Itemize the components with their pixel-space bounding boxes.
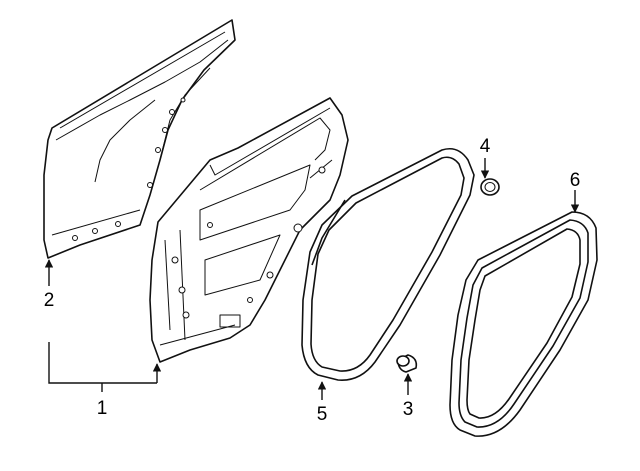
door-weatherstrip [301,147,475,381]
callout-3: 3 [403,399,414,420]
body-weatherstrip [449,211,598,437]
callout-4: 4 [480,136,491,157]
leader-lines [44,158,580,400]
door-inner-frame [149,97,349,363]
callout-6: 6 [570,170,581,191]
bumper [396,354,418,373]
door-outer-panel [43,19,236,259]
callout-5: 5 [317,404,328,425]
callout-1: 1 [97,398,108,419]
callout-2: 2 [44,290,55,311]
plug [480,178,500,196]
